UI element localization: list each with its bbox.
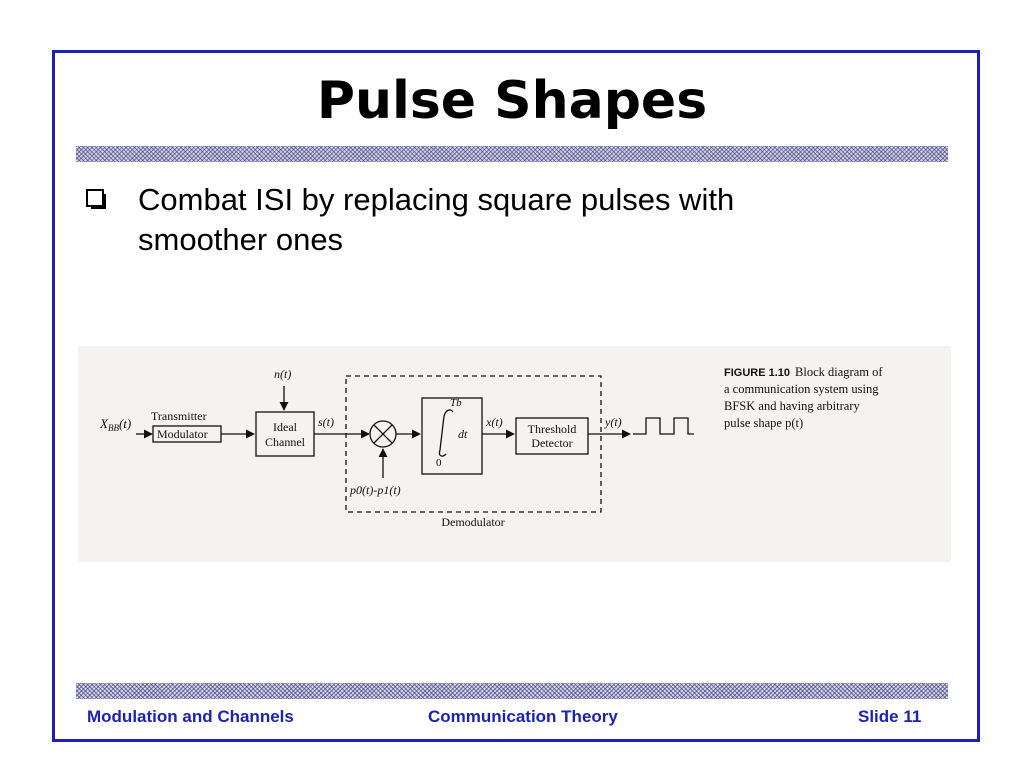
slide-frame — [52, 50, 980, 742]
ideal-channel-block — [255, 411, 315, 457]
bottom-divider — [76, 683, 948, 699]
multiplier-cross-b — [373, 424, 393, 444]
reference-label: p0(t)-p1(t) — [349, 483, 401, 497]
checkbox-bullet-icon — [86, 189, 106, 209]
noise-label: n(t) — [274, 367, 291, 381]
integral-dt: dt — [458, 427, 468, 441]
channel-label-line1: Ideal — [273, 420, 298, 434]
modulator-label: Modulator — [157, 427, 208, 441]
footer-course: Modulation and Channels — [87, 707, 294, 726]
integral-sign-icon — [438, 409, 454, 457]
demodulator-label: Demodulator — [441, 515, 504, 529]
input-label: XBB(t) — [99, 416, 131, 433]
square-wave-icon — [633, 417, 694, 435]
integral-upper: Tb — [450, 397, 462, 409]
figure-caption-line3: BFSK and having arbitrary — [724, 399, 860, 413]
threshold-detector-block — [515, 417, 589, 455]
top-divider — [76, 146, 948, 162]
bullet-text: Combat ISI by replacing square pulses wi… — [138, 182, 735, 257]
integrator-block — [421, 397, 483, 475]
s-label: s(t) — [318, 415, 334, 429]
footer-slide-number: Slide 11 — [858, 707, 922, 726]
footer-topic: Communication Theory — [428, 707, 618, 726]
figure-caption-line2: a communication system using — [724, 382, 879, 396]
detector-label-line2: Detector — [531, 436, 572, 450]
block-diagram-figure: XBB(t) Transmitter Modulator n(t) Ideal … — [78, 346, 951, 562]
demodulator-dashed-box — [345, 375, 602, 513]
figure-caption-line4: pulse shape p(t) — [724, 416, 803, 430]
slide-title: Pulse Shapes — [316, 71, 708, 131]
channel-label-line2: Channel — [265, 435, 306, 449]
integral-lower: 0 — [436, 457, 442, 469]
transmitter-label: Transmitter — [151, 409, 207, 423]
y-label: y(t) — [604, 415, 622, 429]
detector-label-line1: Threshold — [528, 422, 577, 436]
x-label: x(t) — [485, 415, 503, 429]
